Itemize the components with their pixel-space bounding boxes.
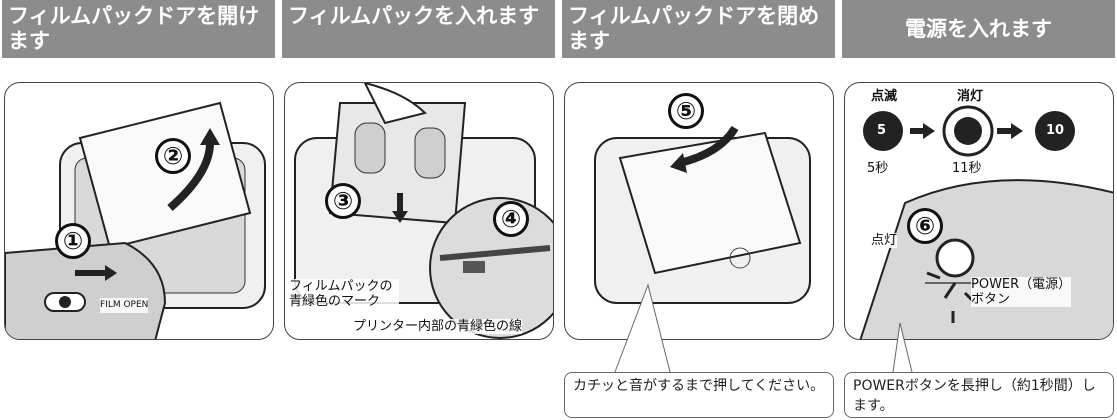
off-label: 消灯 <box>957 89 984 104</box>
step3-illustration: ⑤ <box>564 82 834 340</box>
insert-film-pack-drawing <box>294 83 553 339</box>
lit-label: 点灯 <box>871 233 898 248</box>
seconds-11-label: 11秒 <box>952 161 982 176</box>
step-number-2: ② <box>155 138 191 174</box>
film-open-switch-label: FILM OPEN <box>100 298 149 313</box>
step1-illustration: ② ① FILM OPEN <box>4 82 274 340</box>
step4-title: 電源を入れます <box>842 0 1115 58</box>
printer-open-door-drawing <box>5 101 266 339</box>
step2-title: フィルムパックを入れます <box>282 0 555 58</box>
step-number-1: ① <box>55 223 91 259</box>
step3-callout: カチッと音がするまで押してください。 <box>564 372 834 418</box>
power-button-label: POWER（電源）ボタン <box>971 277 1071 307</box>
film-pack-mark-label: フィルムパックの青緑色のマーク <box>289 279 399 309</box>
step2-illustration: ③ ④ フィルムパックの青緑色のマーク プリンター内部の青緑色の線 <box>284 82 554 340</box>
step1-title: フィルムパックドアを開けます <box>2 0 275 58</box>
step-number-6: ⑥ <box>907 208 943 244</box>
printer-line-label: プリンター内部の青緑色の線 <box>353 319 523 334</box>
step-number-5: ⑤ <box>668 93 704 129</box>
state-10-glyph: 10 <box>1046 123 1065 138</box>
step-number-3: ③ <box>325 183 361 219</box>
step3-title: フィルムパックドアを閉めます <box>562 0 835 58</box>
callout-pointer-4 <box>892 322 913 373</box>
step4-illustration: 点滅 消灯 5 10 5秒 11秒 ⑥ 点灯 POWER（電源）ボタン <box>844 82 1114 340</box>
blink-label: 点滅 <box>871 89 898 104</box>
step-number-4: ④ <box>493 201 529 237</box>
callout-pointer-3 <box>614 283 671 373</box>
close-door-drawing <box>594 125 811 304</box>
state-5-glyph: 5 <box>877 123 887 138</box>
step4-callout: POWERボタンを長押し（約1秒間）します。 <box>844 372 1114 418</box>
seconds-5-label: 5秒 <box>867 161 889 176</box>
